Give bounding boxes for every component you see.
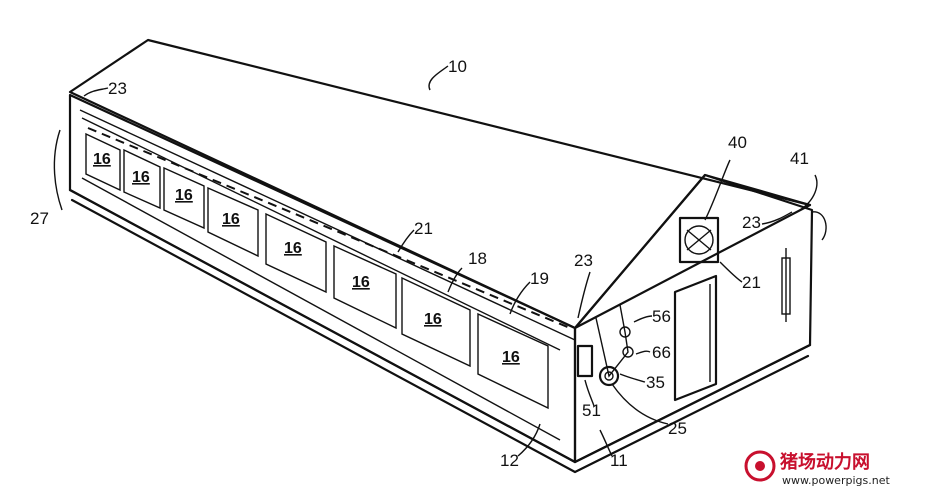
- base-footing: [68, 188, 812, 464]
- watermark-url: www.powerpigs.net: [782, 474, 890, 487]
- watermark-brand: 猪场动力网: [779, 451, 870, 473]
- cable-41: [799, 174, 827, 241]
- panel-label-3: 16: [175, 187, 193, 204]
- label-27: 27: [30, 209, 49, 228]
- panel-1: [85, 132, 121, 192]
- label-12: 12: [500, 451, 519, 470]
- label-23-left: 23: [108, 79, 127, 98]
- label-40: 40: [728, 133, 747, 152]
- pulley-56: [619, 326, 631, 338]
- label-11: 11: [610, 451, 628, 470]
- label-23-end: 23: [742, 213, 761, 232]
- panel-label-4: 16: [222, 211, 240, 228]
- watermark-pig-icon: [744, 450, 776, 482]
- panel-label-7: 16: [424, 311, 442, 328]
- panel-label-2: 16: [132, 169, 150, 186]
- eave-line: [79, 109, 576, 341]
- label-23-corner: 23: [574, 251, 593, 270]
- panel-2: [123, 148, 161, 210]
- leader-lines: [53, 65, 793, 457]
- curtain-dashed-line: [87, 127, 571, 329]
- label-21-end: 21: [742, 273, 761, 292]
- panel-8: [477, 312, 549, 410]
- panel-label-1: 16: [93, 151, 111, 168]
- panel-label-6: 16: [352, 274, 370, 291]
- pulley-66: [622, 346, 634, 358]
- panel-4: [207, 186, 259, 258]
- door: [673, 274, 718, 402]
- label-56: 56: [652, 307, 671, 326]
- label-18: 18: [468, 249, 487, 268]
- base-lower: [70, 198, 810, 474]
- fan-housing: [678, 216, 720, 264]
- label-51: 51: [582, 401, 601, 420]
- label-19: 19: [530, 269, 549, 288]
- watermark-logo: 猪场动力网 www.powerpigs.net: [744, 450, 890, 487]
- panel-3: [163, 166, 205, 230]
- panel-label-8: 16: [502, 349, 520, 366]
- label-41: 41: [790, 149, 809, 168]
- label-66: 66: [652, 343, 671, 362]
- side-panels: [85, 132, 549, 410]
- roof: [68, 38, 812, 330]
- control-box: [576, 344, 594, 378]
- winch-reel: [598, 365, 620, 387]
- window-band-bottom: [81, 177, 561, 441]
- panel-label-5: 16: [284, 240, 302, 257]
- window-band-top: [81, 117, 561, 351]
- panel-5: [265, 212, 327, 294]
- label-10: 10: [448, 57, 467, 76]
- label-21-mid: 21: [414, 219, 433, 238]
- panel-6: [333, 244, 397, 330]
- fan-blades: [684, 225, 714, 255]
- panel-7: [401, 276, 471, 368]
- label-35: 35: [646, 373, 665, 392]
- label-25: 25: [668, 419, 687, 438]
